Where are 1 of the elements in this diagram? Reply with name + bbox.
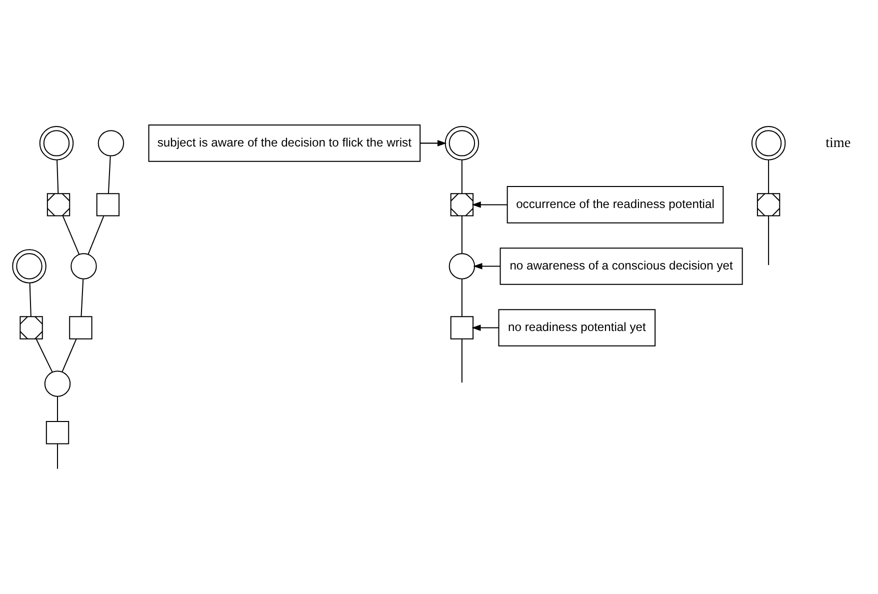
label: time [826, 134, 851, 150]
